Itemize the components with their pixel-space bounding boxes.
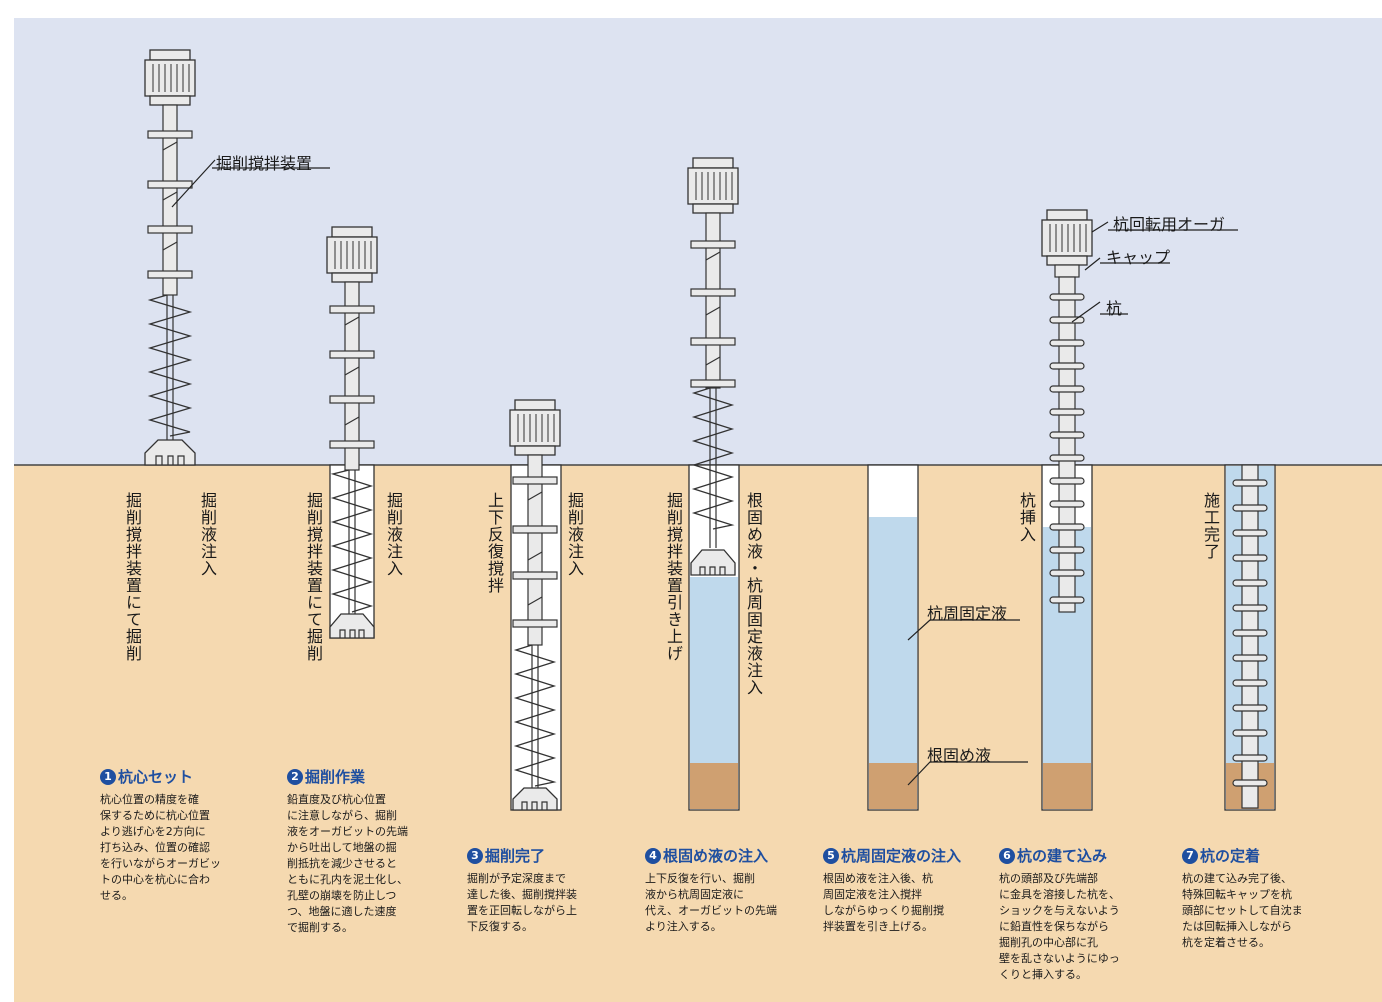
vertical-label: 掘削撹拌装置引き上げ: [664, 492, 683, 662]
stage-1-rig: [144, 49, 196, 466]
vertical-label: 掘削液注入: [198, 492, 217, 577]
device-callout-label: 掘削撹拌装置: [216, 154, 313, 173]
leader-line: [907, 619, 1020, 641]
auger-callout-label: 杭回転用オーガ: [1113, 215, 1226, 234]
cap-callout-label: キャップ: [1106, 248, 1171, 267]
step-number: 3: [467, 847, 483, 864]
stage-7-pile: [1224, 464, 1276, 811]
leader-line: [1071, 301, 1101, 323]
step-description: 上下反復を行い、掘削 液から杭周固定液に 代え、オーガビットの先端 より注入する…: [645, 872, 777, 933]
step-title-text: 杭周固定液の注入: [841, 847, 962, 865]
vertical-label: 杭挿入: [1017, 492, 1036, 543]
step-description: 杭の頭部及び先端部 に金具を溶接した杭を、 ショックを与えないよう に鉛直性を保…: [999, 872, 1120, 981]
step-description: 杭の建て込み完了後、 特殊回転キャップを杭 頭部にセットして自沈ま たは回転挿入…: [1182, 872, 1303, 949]
step-title-text: 掘削完了: [485, 847, 546, 865]
step-title-text: 杭の建て込み: [1017, 847, 1108, 865]
step-number: 2: [287, 768, 303, 785]
stage-6-pile: [1041, 209, 1093, 811]
vertical-label: 掘削液注入: [565, 492, 584, 577]
stage-5-hole: [867, 464, 919, 811]
step-number: 1: [100, 768, 116, 785]
step-description: 杭心位置の精度を確 保するために杭心位置 より逃げ心を2方向に 打ち込み、位置の…: [100, 793, 221, 902]
step-number: 4: [645, 847, 661, 864]
step-title-text: 根固め液の注入: [663, 847, 769, 865]
step-number: 7: [1182, 847, 1198, 864]
vertical-label: 掘削撹拌装置にて掘削: [304, 492, 323, 662]
pile-callout-label: 杭: [1106, 299, 1123, 318]
stage-4-rig: [687, 157, 740, 811]
leader-line: [171, 159, 216, 208]
step-title-text: 掘削作業: [305, 768, 366, 786]
step-description: 鉛直度及び杭心位置 に注意しながら、掘削 液をオーガビットの先端 から吐出して地…: [287, 793, 408, 934]
leader-line: [1091, 221, 1109, 233]
stage-3-rig: [509, 399, 562, 811]
step-title-text: 杭心セット: [118, 768, 194, 786]
vertical-label: 施工完了: [1201, 492, 1220, 560]
vertical-label: 掘削液注入: [384, 492, 403, 577]
step-number: 5: [823, 847, 839, 864]
step-description: 掘削が予定深度まで 達した後、掘削撹拌装 置を正回転しながら上 下反復する。: [467, 872, 577, 933]
step-number: 6: [999, 847, 1015, 864]
leader-line: [1084, 257, 1101, 271]
root-liquid-callout-label: 根固め液: [927, 746, 992, 765]
vertical-label: 掘削撹拌装置にて掘削: [123, 492, 142, 662]
stage-2-rig: [326, 226, 378, 639]
fix-liquid-callout-label: 杭周固定液: [927, 604, 1008, 623]
vertical-label: 根固め液・杭周固定液注入: [744, 492, 763, 696]
vertical-label: 上下反復撹拌: [485, 492, 504, 594]
step-description: 根固め液を注入後、杭 周固定液を注入撹拌 しながらゆっくり掘削撹 拌装置を引き上…: [823, 872, 944, 933]
leader-line: [907, 761, 1028, 786]
step-title-text: 杭の定着: [1200, 847, 1261, 865]
